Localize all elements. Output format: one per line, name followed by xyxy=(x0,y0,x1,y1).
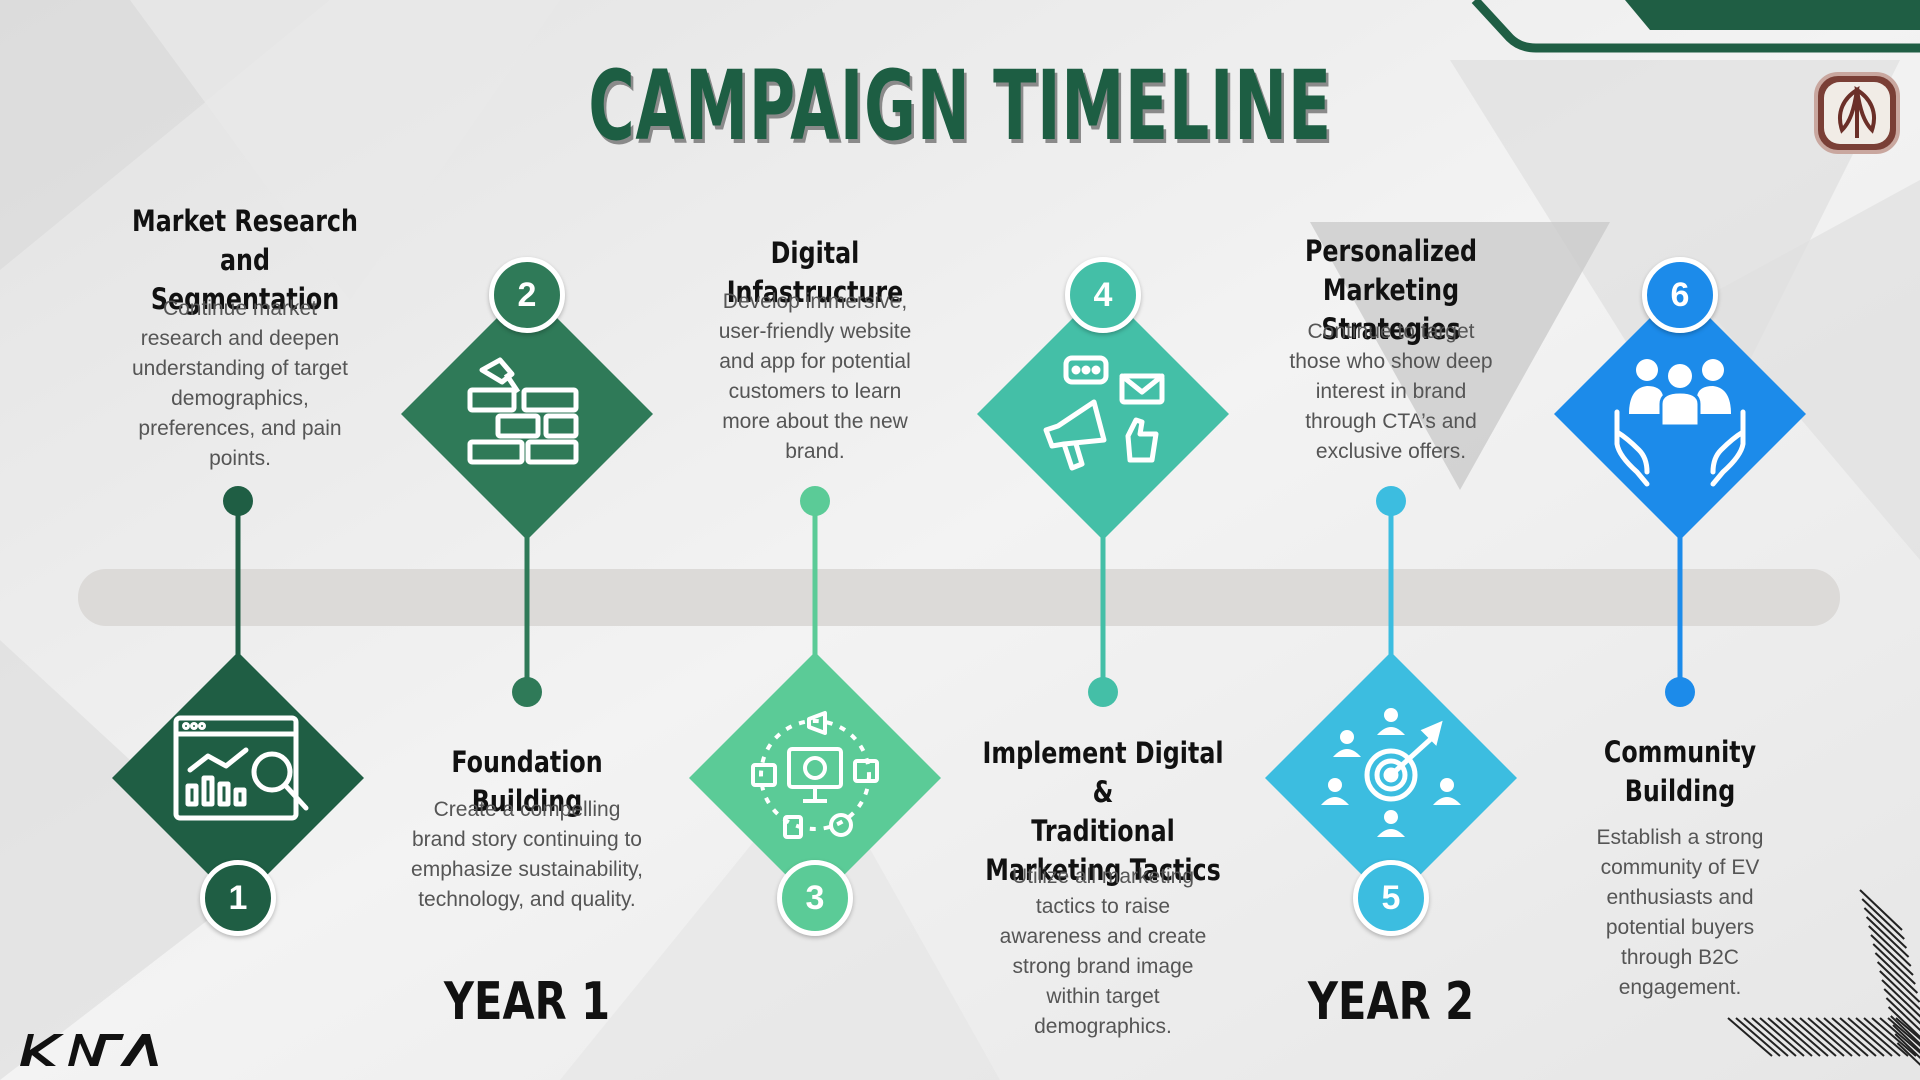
step-number-1: 1 xyxy=(200,860,276,936)
hatch-line xyxy=(1876,961,1920,1003)
step-number-2: 2 xyxy=(489,257,565,333)
hatch-line xyxy=(1894,1033,1920,1060)
step-heading-4: Implement Digital & Traditional Marketin… xyxy=(982,736,1224,887)
megaphone-marketing-icon xyxy=(1043,355,1165,471)
connector-dot-3 xyxy=(800,486,830,516)
page-title: CAMPAIGN TIMELINE xyxy=(588,50,1332,162)
emblem-logo xyxy=(1814,72,1900,154)
year-label-2: YEAR 2 xyxy=(1307,972,1475,1032)
target-audience-icon xyxy=(1321,708,1461,837)
hatch-line xyxy=(1883,988,1920,1025)
kia-logo xyxy=(20,1034,158,1066)
corner-bar xyxy=(1625,0,1920,30)
step-description-4: Utilize all marketing tactics to raise a… xyxy=(999,865,1207,1038)
diamond-4 xyxy=(977,288,1229,540)
hatch-line xyxy=(1759,1017,1805,1057)
hatch-line xyxy=(1895,1017,1920,1041)
hatch-line xyxy=(1831,1017,1877,1057)
year-label-1: YEAR 1 xyxy=(443,972,611,1032)
hatch-line xyxy=(1815,1017,1861,1057)
step-heading-3: Digital Infastructure xyxy=(726,236,904,309)
analytics-dashboard-icon xyxy=(173,715,309,821)
step-description-1: Continue market research and deepen unde… xyxy=(132,297,348,470)
hatch-line xyxy=(1871,1017,1917,1057)
corner-frame xyxy=(1471,0,1920,53)
hatch-line xyxy=(1879,970,1920,1011)
hatch-line xyxy=(1872,943,1916,985)
hatch-line xyxy=(1870,934,1914,976)
connector-dot-2 xyxy=(512,677,542,707)
hatch-line xyxy=(1863,1017,1909,1057)
hatch-line xyxy=(1823,1017,1869,1057)
hatch-line xyxy=(1751,1017,1797,1057)
hatch-line xyxy=(1863,907,1908,949)
hatch-pattern xyxy=(1727,889,1920,1066)
hatch-line xyxy=(1743,1017,1789,1057)
step-description-6: Establish a strong community of EV enthu… xyxy=(1596,826,1764,999)
timeline-track xyxy=(78,569,1840,626)
step-number-4: 4 xyxy=(1065,257,1141,333)
hatch-line xyxy=(1855,1017,1901,1057)
connector-dot-5 xyxy=(1376,486,1406,516)
step-description-2: Create a compelling brand story continui… xyxy=(411,798,643,911)
hatch-line xyxy=(1861,898,1905,940)
hatch-line xyxy=(1887,1017,1920,1047)
diamond-1 xyxy=(112,652,364,904)
hatch-line xyxy=(1890,1015,1920,1046)
hatch-line xyxy=(1847,1017,1893,1057)
hatch-line xyxy=(1767,1017,1813,1057)
hatch-line xyxy=(1727,1017,1773,1057)
hatch-line xyxy=(1865,916,1910,958)
hatch-line xyxy=(1879,1017,1920,1054)
hatch-line xyxy=(1874,952,1919,994)
step-number-6: 6 xyxy=(1642,257,1718,333)
connector-dot-4 xyxy=(1088,677,1118,707)
step-heading-5: Personalized Marketing Strategies xyxy=(1304,234,1478,346)
connector-dot-6 xyxy=(1665,677,1695,707)
step-heading-1: Market Research and Segmentation xyxy=(132,204,358,316)
connector-dot-1 xyxy=(223,486,253,516)
step-description-3: Develop immersive, user-friendly website… xyxy=(718,290,912,463)
hatch-line xyxy=(1896,1042,1920,1066)
hatch-line xyxy=(1839,1017,1885,1057)
hatch-line xyxy=(1885,997,1920,1032)
step-number-3: 3 xyxy=(777,860,853,936)
hatch-line xyxy=(1859,889,1903,931)
hatch-line xyxy=(1791,1017,1837,1057)
step-heading-6: Community Building xyxy=(1603,735,1757,808)
hatch-line xyxy=(1887,1006,1920,1039)
digital-platform-icon xyxy=(751,711,879,839)
hatch-line xyxy=(1881,979,1920,1018)
hatch-line xyxy=(1892,1024,1920,1053)
hatch-line xyxy=(1735,1017,1781,1057)
hatch-line xyxy=(1868,925,1912,967)
step-number-5: 5 xyxy=(1353,860,1429,936)
hatch-line xyxy=(1775,1017,1821,1057)
hatch-line xyxy=(1807,1017,1853,1057)
hatch-line xyxy=(1783,1017,1829,1057)
step-description-5: Continue to target those who show deep i… xyxy=(1289,320,1493,463)
step-heading-2: Foundation Building xyxy=(451,745,603,818)
community-hands-icon xyxy=(1614,359,1746,487)
hatch-line xyxy=(1799,1017,1845,1057)
brick-wall-icon xyxy=(467,357,579,465)
